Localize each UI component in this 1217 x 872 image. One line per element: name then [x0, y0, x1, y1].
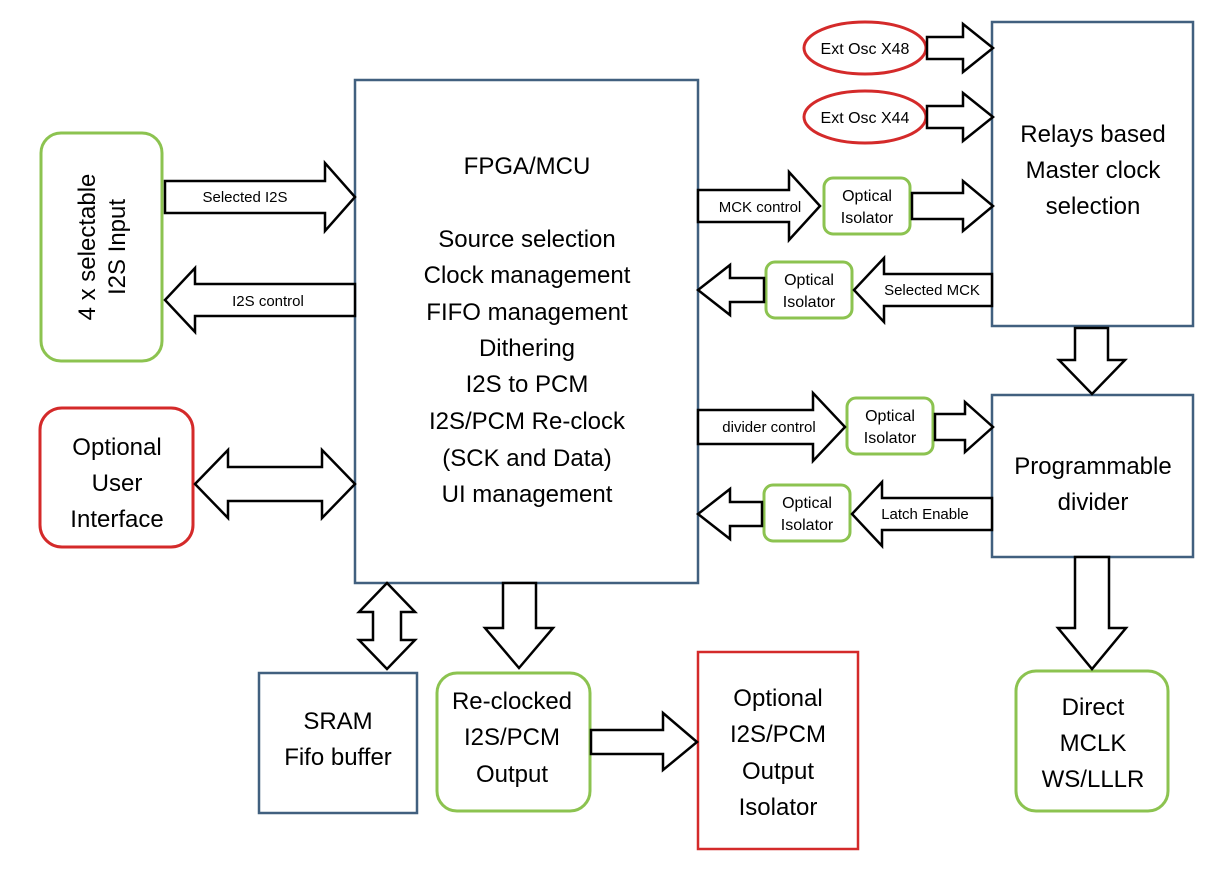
divider-line: divider	[1058, 489, 1129, 516]
direct-output-line: WS/LLLR	[1042, 766, 1145, 793]
i2s-input-line: I2S Input	[104, 199, 131, 295]
fpga-line: FIFO management	[426, 299, 628, 326]
latch-enable-arrow	[850, 478, 994, 550]
reclocked-output-line: I2S/PCM	[464, 724, 560, 751]
sram-line: SRAM	[303, 708, 372, 735]
divider-to-direct-arrow	[1055, 555, 1129, 671]
iso4-line: Isolator	[781, 517, 834, 534]
iso1-line: Optical	[842, 188, 892, 205]
direct-output-line: MCLK	[1060, 730, 1127, 757]
divider-line: Programmable	[1014, 453, 1171, 480]
iso2-line: Optical	[784, 272, 834, 289]
latch-enable-label: Latch Enable	[881, 506, 969, 523]
sram-arrow	[356, 581, 418, 671]
selected-i2s-label: Selected I2S	[202, 189, 287, 206]
fpga-line: I2S/PCM Re-clock	[429, 408, 626, 435]
i2s-input-line: 4 x selectable	[74, 174, 101, 321]
optical-isolator-2	[764, 260, 854, 320]
fpga-line: Dithering	[479, 335, 575, 362]
user-interface-arrow	[193, 446, 357, 522]
relays-block	[990, 20, 1195, 328]
user-interface-line: User	[92, 470, 143, 497]
iso4-line: Optical	[782, 495, 832, 512]
fpga-line: (SCK and Data)	[442, 445, 611, 472]
iso1-to-relays-arrow	[910, 178, 995, 234]
output-isolator-arrow	[589, 710, 699, 773]
iso3-to-divider-arrow	[933, 399, 995, 455]
reclocked-output-line: Re-clocked	[452, 688, 572, 715]
i2s-input-block	[39, 131, 164, 363]
output-isolator-line: I2S/PCM	[730, 721, 826, 748]
output-isolator-block	[696, 650, 860, 851]
optical-isolator-3	[845, 396, 935, 456]
reclock-output-arrow	[482, 581, 556, 670]
fpga-line: Clock management	[424, 262, 631, 289]
output-isolator-line: Output	[742, 758, 814, 785]
i2s-control-arrow	[163, 264, 357, 336]
user-interface-line: Optional	[72, 434, 161, 461]
osc48-arrow	[925, 21, 996, 75]
optical-isolator-1	[822, 176, 912, 236]
iso3-line: Isolator	[864, 430, 917, 447]
relays-to-divider-arrow	[1056, 326, 1128, 396]
relays-line: selection	[1046, 193, 1141, 220]
mck-control-label: MCK control	[719, 199, 802, 216]
output-isolator-line: Isolator	[739, 794, 818, 821]
direct-output-line: Direct	[1062, 694, 1125, 721]
relays-line: Master clock	[1026, 157, 1162, 184]
iso2-to-fpga-arrow	[695, 262, 766, 318]
optical-isolator-4	[762, 483, 852, 543]
relays-line: Relays based	[1020, 121, 1165, 148]
sram-block	[257, 671, 419, 815]
ext-osc-x48-label: Ext Osc X48	[821, 41, 910, 58]
i2s-control-label: I2S control	[232, 293, 304, 310]
fpga-line: Source selection	[438, 226, 615, 253]
fpga-mcu-block	[353, 78, 700, 585]
iso2-line: Isolator	[783, 294, 836, 311]
fpga-line: UI management	[442, 481, 613, 508]
user-interface-line: Interface	[70, 506, 163, 533]
osc44-arrow	[925, 90, 996, 144]
fpga-line: I2S to PCM	[466, 371, 589, 398]
selected-i2s-arrow	[163, 159, 357, 235]
mck-control-arrow	[696, 168, 822, 244]
iso4-to-fpga-arrow	[695, 486, 764, 542]
divider-control-label: divider control	[722, 419, 815, 436]
direct-output-block	[1014, 669, 1170, 813]
iso3-line: Optical	[865, 408, 915, 425]
selected-mck-arrow	[852, 254, 994, 326]
output-isolator-line: Optional	[733, 685, 822, 712]
divider-control-arrow	[696, 389, 847, 465]
user-interface-block	[38, 406, 195, 549]
reclocked-output-line: Output	[476, 761, 548, 788]
iso1-line: Isolator	[841, 210, 894, 227]
ext-osc-x44-label: Ext Osc X44	[821, 110, 910, 127]
sram-line: Fifo buffer	[284, 744, 392, 771]
selected-mck-label: Selected MCK	[884, 282, 980, 299]
fpga-title: FPGA/MCU	[464, 153, 591, 180]
